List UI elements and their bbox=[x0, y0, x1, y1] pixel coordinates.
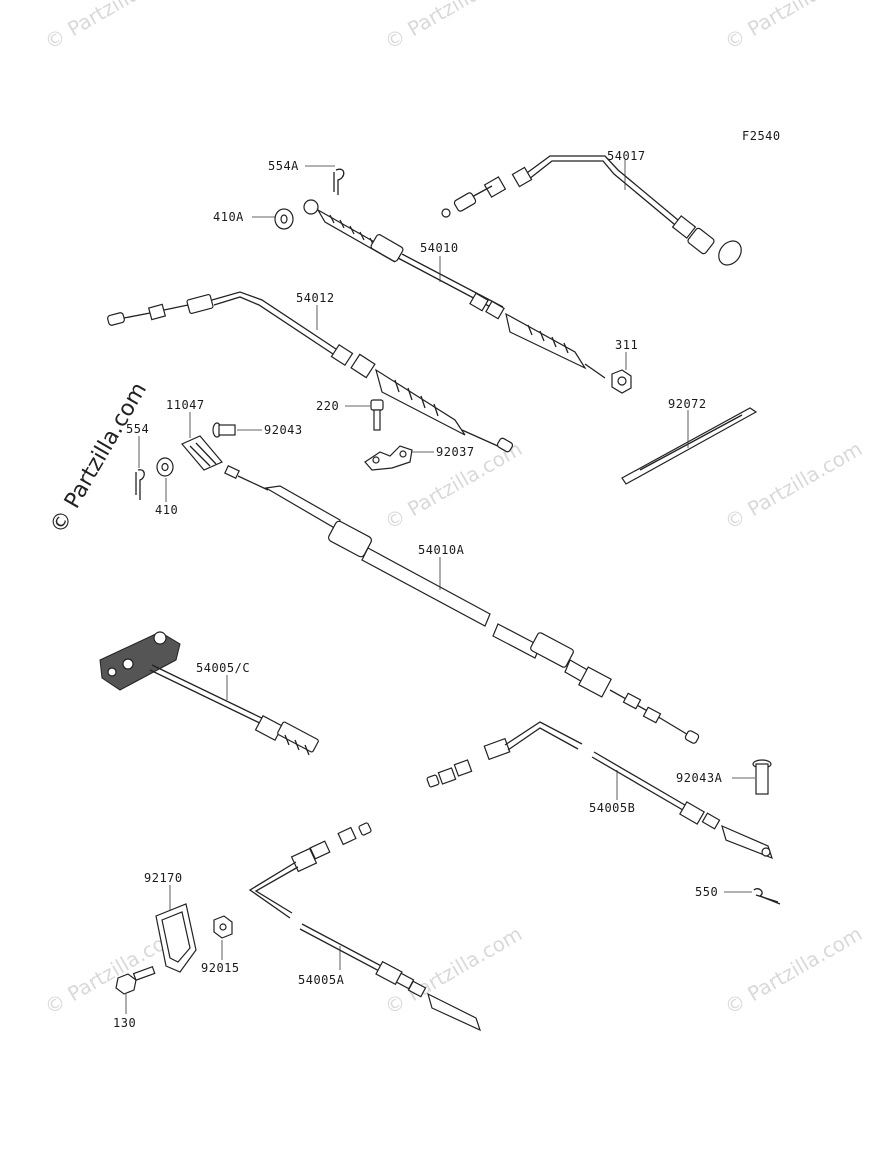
part-92043A-pin[interactable] bbox=[752, 759, 772, 795]
label-130: 130 bbox=[113, 1016, 136, 1030]
part-92072-cable-tie[interactable] bbox=[621, 407, 758, 485]
label-54005C: 54005/C bbox=[196, 661, 250, 675]
label-54005B: 54005B bbox=[589, 801, 635, 815]
part-550-cotter-pin[interactable] bbox=[753, 888, 781, 905]
label-410: 410 bbox=[155, 503, 178, 517]
label-554: 554 bbox=[126, 422, 149, 436]
label-11047: 11047 bbox=[166, 398, 205, 412]
part-92170-clip[interactable] bbox=[155, 903, 197, 973]
part-220-screw[interactable] bbox=[370, 399, 384, 431]
label-92043A: 92043A bbox=[676, 771, 723, 785]
part-54017-cable[interactable] bbox=[441, 155, 746, 269]
label-92015: 92015 bbox=[201, 961, 240, 975]
label-92170: 92170 bbox=[144, 871, 183, 885]
label-550: 550 bbox=[695, 885, 718, 899]
part-11047-bracket[interactable] bbox=[181, 435, 223, 471]
label-311: 311 bbox=[615, 338, 638, 352]
label-92072: 92072 bbox=[668, 397, 707, 411]
label-54005A: 54005A bbox=[298, 973, 345, 987]
part-410-washer[interactable] bbox=[156, 457, 174, 477]
label-54012: 54012 bbox=[296, 291, 335, 305]
part-54005A-cable[interactable] bbox=[248, 822, 482, 1032]
part-410A-washer[interactable] bbox=[274, 208, 294, 230]
part-54010-cable[interactable] bbox=[303, 199, 606, 379]
part-311-nut[interactable] bbox=[611, 369, 632, 394]
label-410A: 410A bbox=[213, 210, 244, 224]
watermark: © Partzilla.com bbox=[381, 0, 527, 54]
part-54012-cable[interactable] bbox=[107, 291, 514, 453]
label-54017: 54017 bbox=[607, 149, 646, 163]
watermark: © Partzilla.com bbox=[721, 921, 867, 1019]
part-92015-nut[interactable] bbox=[213, 915, 233, 939]
part-130-bolt[interactable] bbox=[115, 965, 156, 995]
label-92037: 92037 bbox=[436, 445, 475, 459]
watermark: © Partzilla.com bbox=[41, 0, 187, 54]
watermark: © Partzilla.com bbox=[721, 436, 867, 534]
part-92037-clamp[interactable] bbox=[364, 445, 413, 471]
label-554A: 554A bbox=[268, 159, 299, 173]
label-220: 220 bbox=[316, 399, 339, 413]
part-92043-pin[interactable] bbox=[212, 422, 236, 438]
part-554-cotter-pin[interactable] bbox=[135, 469, 145, 500]
label-54010A: 54010A bbox=[418, 543, 465, 557]
part-554A-cotter-pin[interactable] bbox=[333, 168, 345, 195]
part-54010A-cable[interactable] bbox=[224, 465, 700, 744]
label-92043: 92043 bbox=[264, 423, 303, 437]
part-54005B-cable[interactable] bbox=[426, 721, 773, 860]
watermark: © Partzilla.com bbox=[381, 921, 527, 1019]
figure-code: F2540 bbox=[742, 129, 781, 143]
watermark: © Partzilla.com bbox=[721, 0, 867, 54]
part-54005C-cable[interactable] bbox=[99, 631, 319, 756]
side-watermark: © Partzilla.com bbox=[46, 378, 153, 538]
label-54010: 54010 bbox=[420, 241, 459, 255]
